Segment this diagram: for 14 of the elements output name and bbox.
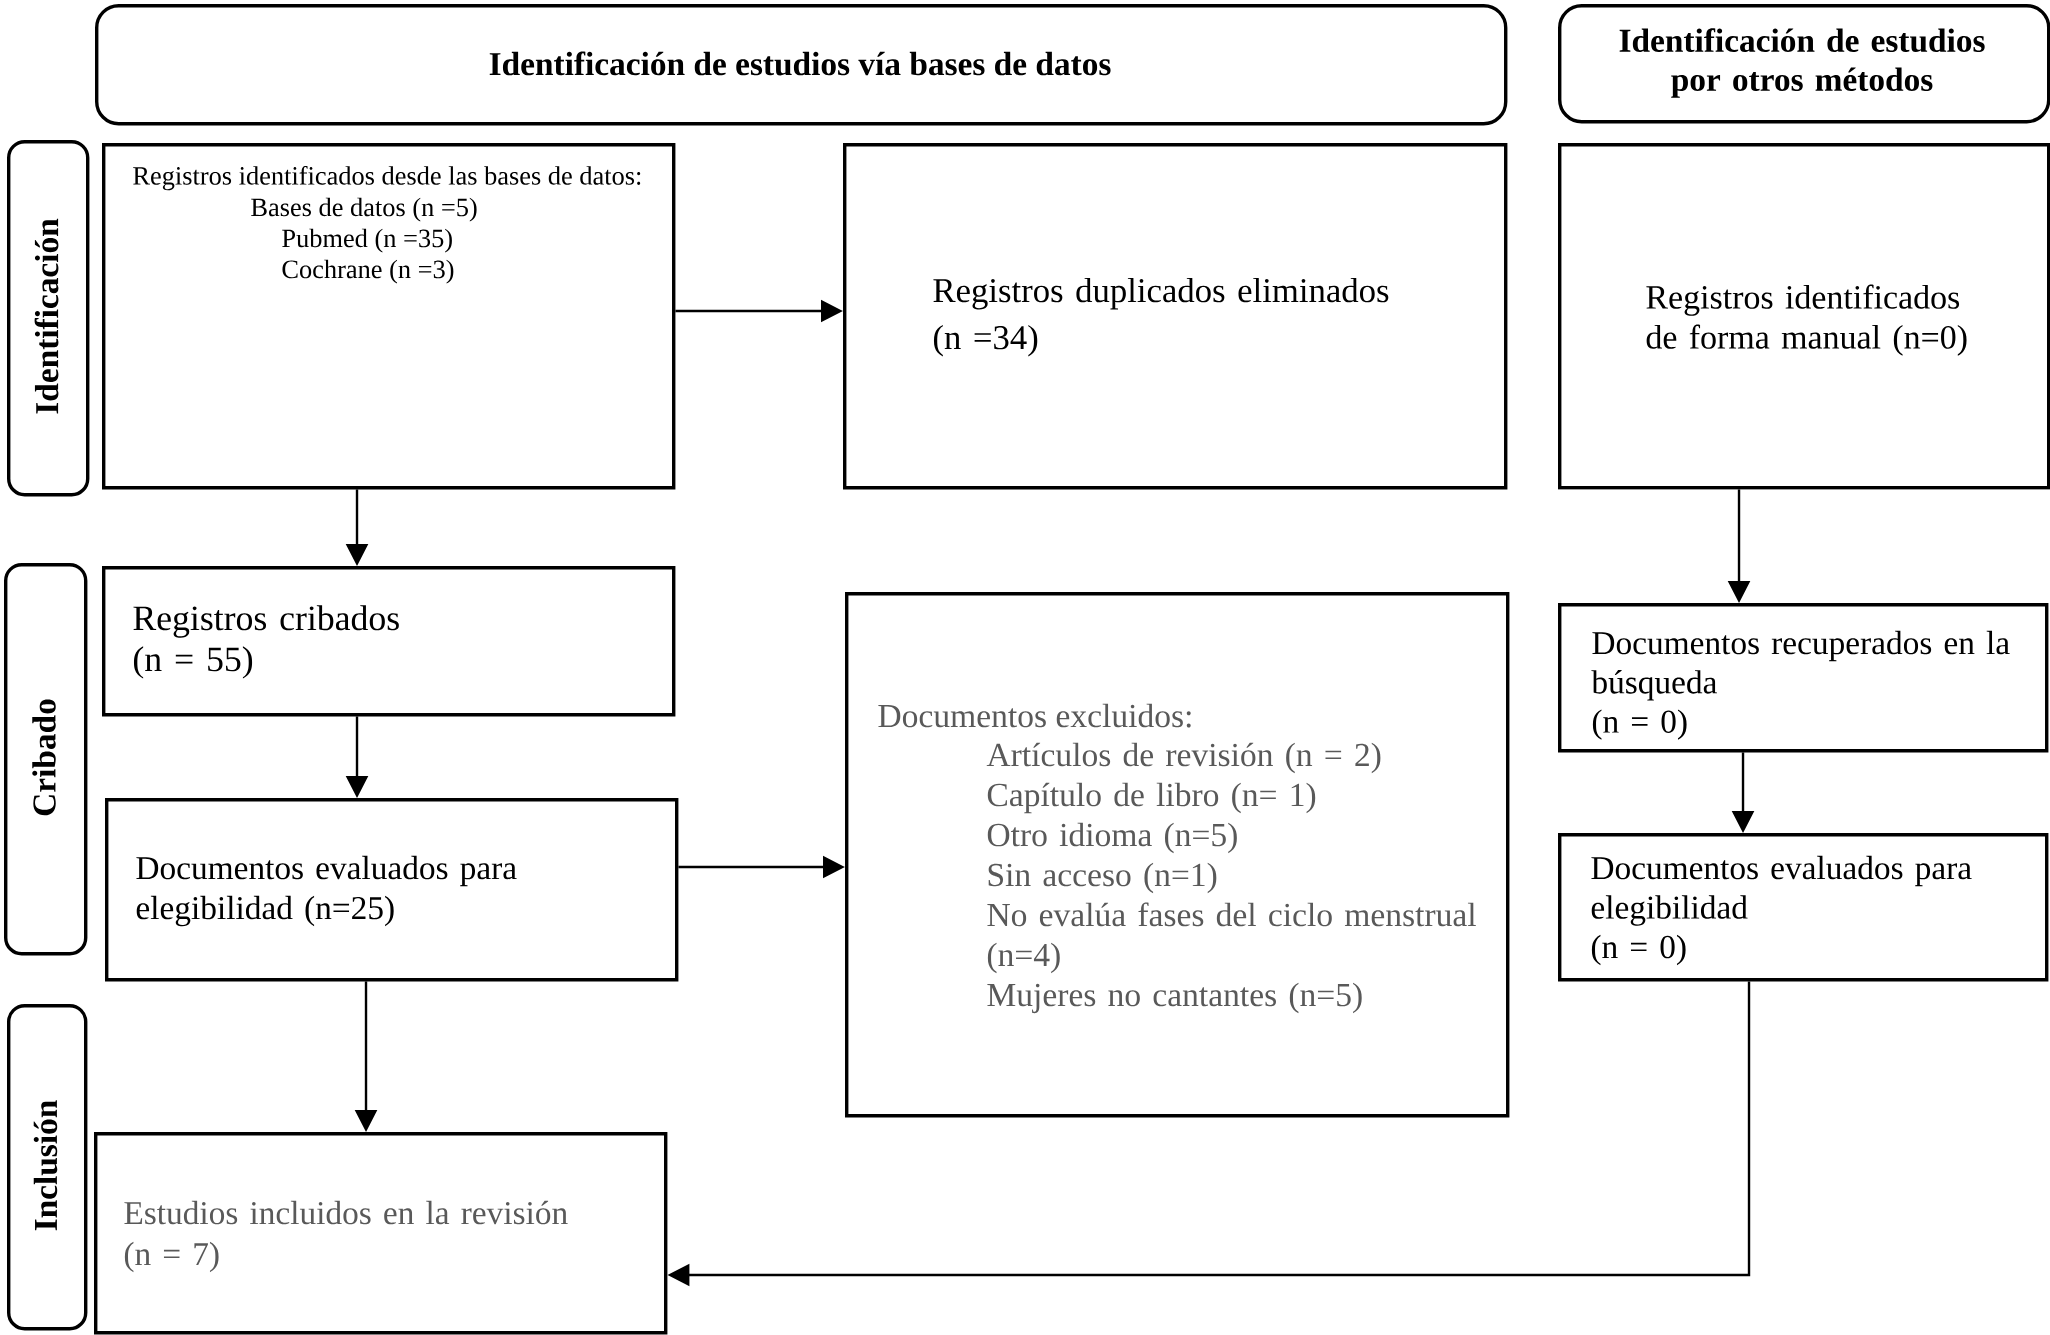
process-box: Registros duplicados eliminados (n =34) (843, 143, 1508, 490)
process-box: Documentos excluidos: Artículos de revisión (n = 2) Capítulo de libro (n= 1) Otro idioma (n=5) Sin acceso (n=1) No evalúa fases del ciclo menstrual (n=4) Mujeres no cantantes (n=5) (845, 592, 1510, 1118)
process-box: Registros cribados (n = 55) (102, 566, 676, 717)
process-box: Estudios incluidos en la revisión (n = 7) (94, 1132, 668, 1335)
phase-band: Identificación (7, 140, 90, 497)
process-box: Documentos recuperados en la búsqueda (n = 0) (1558, 603, 2049, 753)
phase-band: Cribado (4, 563, 88, 956)
process-box: Registros identificados de forma manual (n=0) (1558, 143, 2050, 490)
process-box: Registros identificados desde las bases de datos: Bases de datos (n =5) Pubmed (n =35) Cochrane (n =3) (102, 143, 676, 490)
phase-band: Inclusión (7, 1004, 88, 1331)
process-box: Documentos evaluados para elegibilidad (n = 0) (1558, 833, 2049, 982)
process-box: Documentos evaluados para elegibilidad (n=25) (105, 798, 679, 982)
section-header: Identificación de estudios vía bases de datos (95, 4, 1508, 126)
section-header: Identificación de estudios por otros métodos (1558, 4, 2050, 124)
